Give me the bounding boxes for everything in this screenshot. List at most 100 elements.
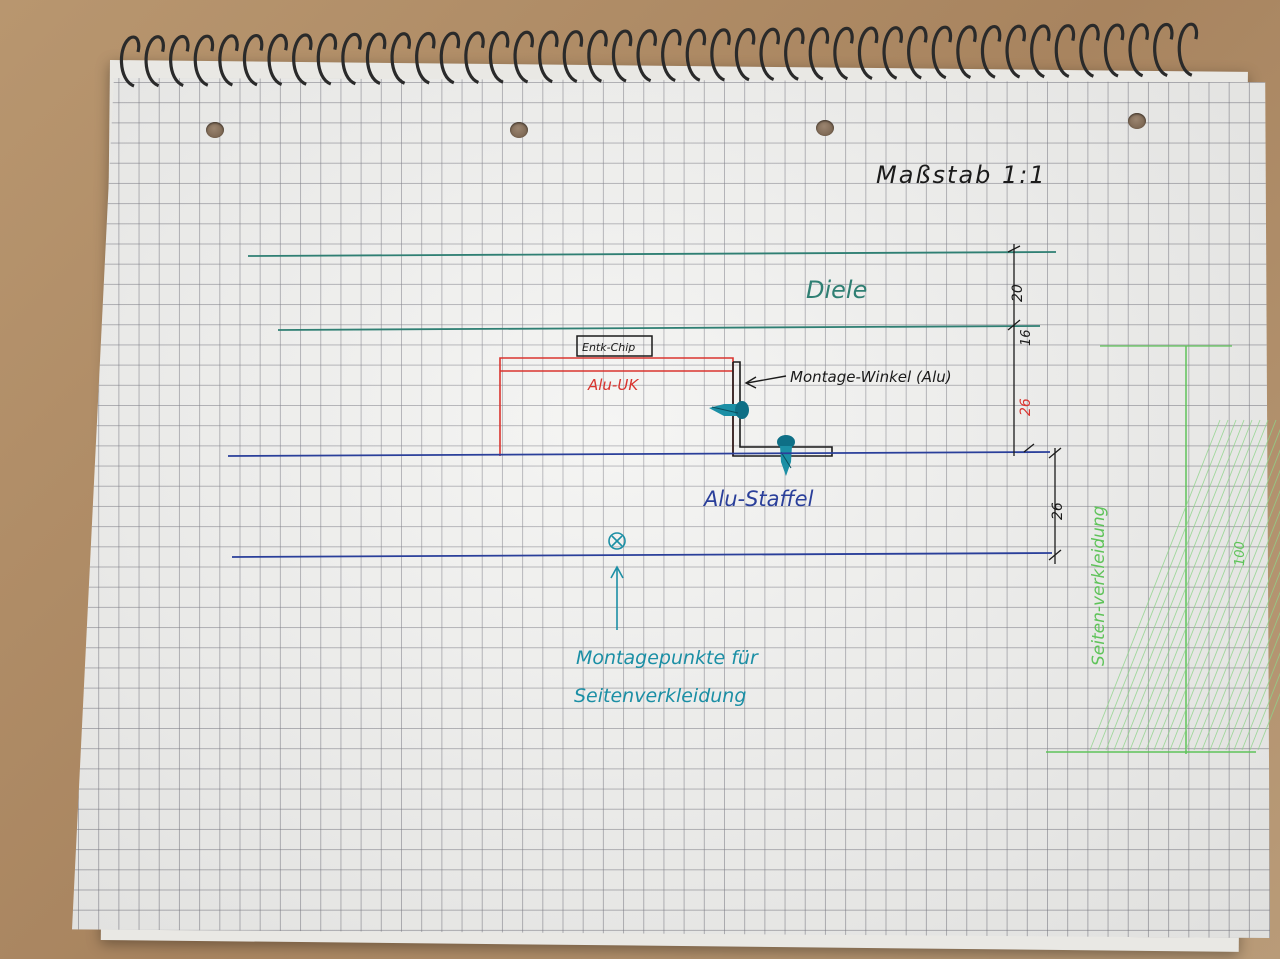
spiral-ring	[316, 33, 338, 86]
scale-note: Maßstab 1:1	[876, 161, 1047, 189]
hatch-line	[1105, 419, 1237, 751]
spiral-ring	[464, 31, 485, 84]
spiral-ring	[1153, 22, 1174, 77]
montagepunkt-cross-circle-icon	[608, 532, 626, 550]
spiral-binding	[119, 22, 1199, 88]
hatch-line	[1089, 419, 1221, 751]
spiral-ring	[415, 31, 436, 85]
spiral-ring	[734, 28, 756, 82]
hatch-line	[1097, 419, 1229, 751]
spiral-ring	[1128, 23, 1149, 78]
graph-paper-sheet	[72, 78, 1270, 938]
hatch-line	[1129, 419, 1261, 751]
hatch-line	[1225, 611, 1280, 751]
entk-chip-box	[576, 335, 653, 357]
spiral-ring	[661, 28, 682, 82]
punch-hole	[816, 120, 834, 136]
spiral-ring	[759, 27, 780, 81]
dim-alu-uk: 26	[1018, 398, 1034, 416]
spiral-ring	[956, 25, 977, 79]
hatch-line	[1241, 652, 1280, 751]
spiral-ring	[907, 25, 928, 80]
montage-winkel-label: Montage-Winkel (Alu)	[790, 368, 952, 386]
spiral-ring	[267, 33, 288, 86]
spiral-ring	[587, 29, 608, 83]
seitenverkleidung-region	[1046, 345, 1280, 754]
alu-staffel-label: Alu-Staffel	[702, 487, 814, 511]
spiral-ring	[341, 32, 362, 86]
spiral-rings	[119, 22, 1199, 88]
dim-staffel: 26	[1050, 502, 1066, 520]
spiral-ring	[1030, 24, 1051, 79]
hatch-line	[1161, 449, 1280, 751]
spiral-ring	[882, 26, 903, 80]
spiral-ring	[611, 29, 633, 83]
hatch-line	[1201, 550, 1280, 751]
spiral-ring	[833, 26, 854, 81]
hatch-line	[1209, 571, 1280, 751]
spiral-ring	[119, 35, 141, 88]
spiral-ring	[365, 32, 387, 85]
montagepunkte-label-line2: Seitenverkleidung	[574, 685, 746, 707]
hatch-line	[1185, 510, 1280, 751]
spiral-ring	[488, 31, 510, 84]
spiral-ring	[242, 34, 264, 87]
entk-chip-label: Entk-Chip	[582, 341, 635, 354]
spiral-ring	[1054, 24, 1076, 78]
spiral-ring	[808, 27, 830, 81]
spiral-ring	[193, 34, 215, 87]
arrow-head-icon	[744, 376, 757, 389]
dim-chip: 16	[1019, 329, 1034, 346]
montage-winkel-angle	[732, 361, 833, 457]
spiral-ring	[439, 31, 461, 85]
diele-label: Diele	[806, 276, 867, 304]
hatch-line	[1233, 632, 1280, 751]
alu-uk-profile	[499, 357, 734, 456]
hatch-line	[1113, 419, 1245, 751]
alu-staffel-bottom-line	[231, 552, 1053, 558]
screw-horizontal-icon	[709, 401, 749, 419]
spiral-ring	[1103, 23, 1125, 78]
spiral-ring	[390, 32, 411, 85]
spiral-ring	[1177, 22, 1199, 77]
seitenverkleidung-label: Seiten-verkleidung	[1089, 505, 1109, 666]
dim-diele: 20	[1010, 284, 1026, 302]
hatch-line	[1121, 419, 1253, 751]
spiral-ring	[931, 25, 953, 80]
spiral-ring	[513, 30, 534, 84]
hatch-line	[1193, 530, 1280, 751]
montage-winkel-pointer	[746, 375, 787, 384]
hatch-line	[1145, 419, 1277, 751]
punch-hole	[1128, 113, 1146, 129]
hatch-lines	[1089, 419, 1280, 751]
arrow-up-icon	[610, 565, 624, 579]
hatch-line	[1169, 469, 1280, 751]
spiral-ring	[685, 28, 707, 82]
hatch-line	[1153, 428, 1280, 751]
spiral-ring	[144, 35, 165, 88]
spiral-ring	[857, 26, 879, 80]
side-dim-label: 100	[1233, 541, 1248, 566]
spiral-ring	[1079, 23, 1100, 78]
hatch-line	[1137, 419, 1269, 751]
hatch-line	[1177, 489, 1280, 751]
hatch-line	[1249, 672, 1280, 751]
diele-top-line	[247, 251, 1057, 257]
punch-hole	[510, 122, 528, 138]
montagepunkte-label-line1: Montagepunkte für	[576, 647, 759, 669]
hatch-line	[1217, 591, 1280, 751]
spiral-ring	[562, 30, 584, 83]
spiral-ring	[980, 25, 1002, 79]
spiral-ring	[538, 30, 559, 84]
spiral-ring	[218, 34, 239, 87]
alu-staffel-top-line	[227, 451, 1051, 457]
diele-bottom-line	[277, 325, 1041, 331]
spiral-ring	[784, 27, 805, 81]
alu-uk-label: Alu-UK	[587, 376, 639, 394]
punch-hole	[206, 122, 224, 138]
spiral-ring	[169, 34, 190, 87]
spiral-ring	[1005, 24, 1026, 79]
spiral-ring	[636, 29, 657, 83]
dimension-ticks	[1007, 244, 1062, 564]
